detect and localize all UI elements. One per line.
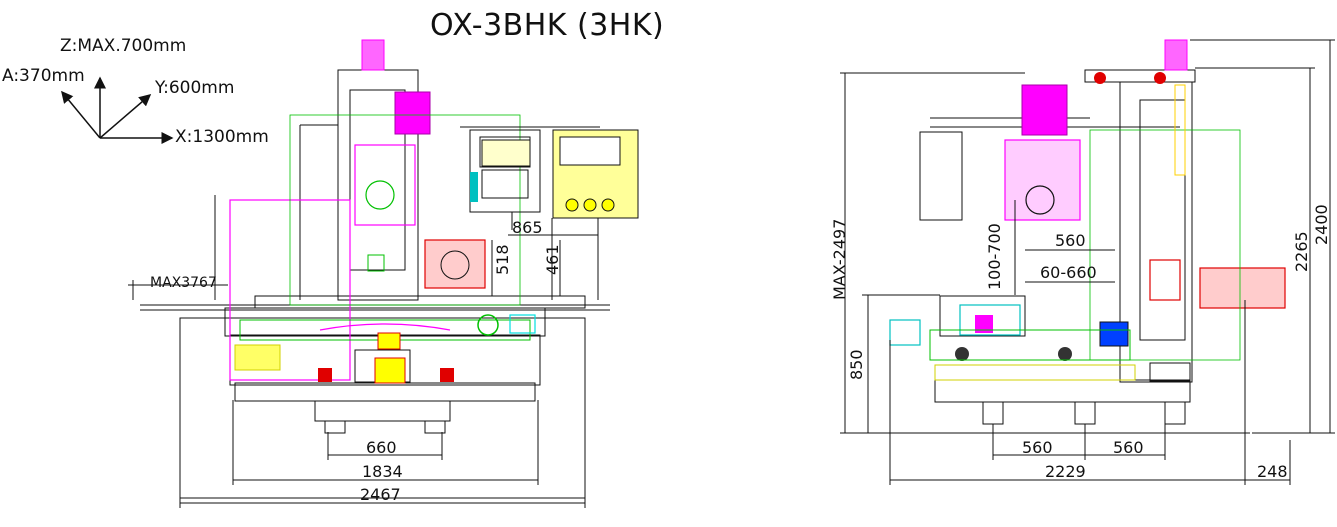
axis-x-label: X:1300mm [175,127,269,147]
side-view [889,39,1286,425]
dim-max3767: MAX3767 [150,275,217,291]
dim-248: 248 [1257,462,1288,481]
dim-2265: 2265 [1292,231,1311,272]
drawing-title: OX-3BHK (3HK) [430,8,665,43]
dim-2229: 2229 [1045,462,1086,481]
dim-461: 461 [543,244,562,275]
dim-850: 850 [847,349,866,380]
dim-560-b: 560 [1113,438,1144,457]
dim-865: 865 [512,218,543,237]
dim-60-660: 60-660 [1040,263,1097,282]
axis-z-label: Z:MAX.700mm [60,36,187,56]
dim-100-700: 100-700 [985,223,1004,290]
dim-660: 660 [366,438,397,457]
dim-560-top: 560 [1055,231,1086,250]
dim-2400: 2400 [1312,204,1331,245]
front-dimensions [128,234,598,508]
side-dimensions [840,39,1335,485]
front-view [140,39,639,499]
dim-1834: 1834 [362,462,403,481]
dim-560-a: 560 [1022,438,1053,457]
dim-518: 518 [493,244,512,275]
axis-a-label: A:370mm [2,66,85,86]
dim-2467: 2467 [360,485,401,504]
dim-max-2497: MAX-2497 [830,219,849,300]
axis-y-label: Y:600mm [155,78,235,98]
axis-indicator [61,76,174,144]
